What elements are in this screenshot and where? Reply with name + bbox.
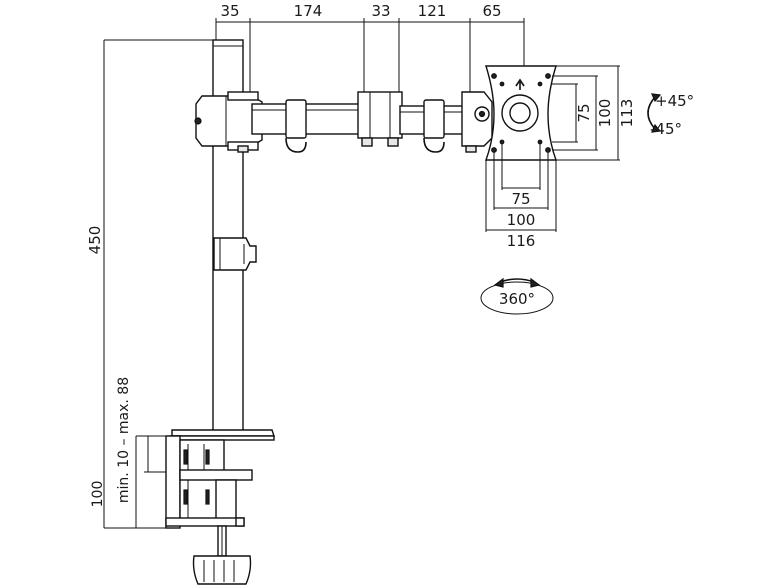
dim-clamp-range: min. 10 – max. 88 bbox=[116, 377, 132, 503]
dim-vesa-h-116: 116 bbox=[507, 232, 536, 250]
dim-top-33: 33 bbox=[371, 2, 390, 20]
dim-tilt-up: +45° bbox=[655, 92, 694, 110]
tilt-indicator: +45° -45° bbox=[647, 92, 694, 138]
dim-vesa-v-113: 113 bbox=[618, 99, 636, 128]
dim-top-35: 35 bbox=[220, 2, 239, 20]
dim-vesa-h-75: 75 bbox=[511, 190, 530, 208]
height-dimension-group: 450 100 min. 10 – max. 88 bbox=[86, 39, 214, 529]
dim-vesa-h-100: 100 bbox=[507, 211, 536, 229]
arm bbox=[194, 91, 493, 153]
dim-height-450: 450 bbox=[86, 226, 104, 255]
desk-clamp bbox=[165, 429, 275, 585]
dim-top-65: 65 bbox=[482, 2, 501, 20]
dim-vesa-v-75: 75 bbox=[575, 103, 593, 122]
dim-vesa-v-100: 100 bbox=[596, 99, 614, 128]
dim-tilt-down: -45° bbox=[650, 120, 682, 138]
vesa-plate bbox=[485, 65, 557, 161]
dim-rotation-360: 360° bbox=[499, 290, 535, 308]
vesa-v-dimension-group: 75 100 113 bbox=[552, 65, 636, 161]
dim-top-121: 121 bbox=[418, 2, 447, 20]
top-dimension-group: 35 174 33 121 65 bbox=[215, 2, 525, 98]
dim-height-100: 100 bbox=[90, 481, 106, 508]
dim-top-174: 174 bbox=[294, 2, 323, 20]
vesa-h-dimension-group: 75 100 116 bbox=[485, 144, 557, 250]
rotation-indicator: 360° bbox=[480, 277, 554, 315]
